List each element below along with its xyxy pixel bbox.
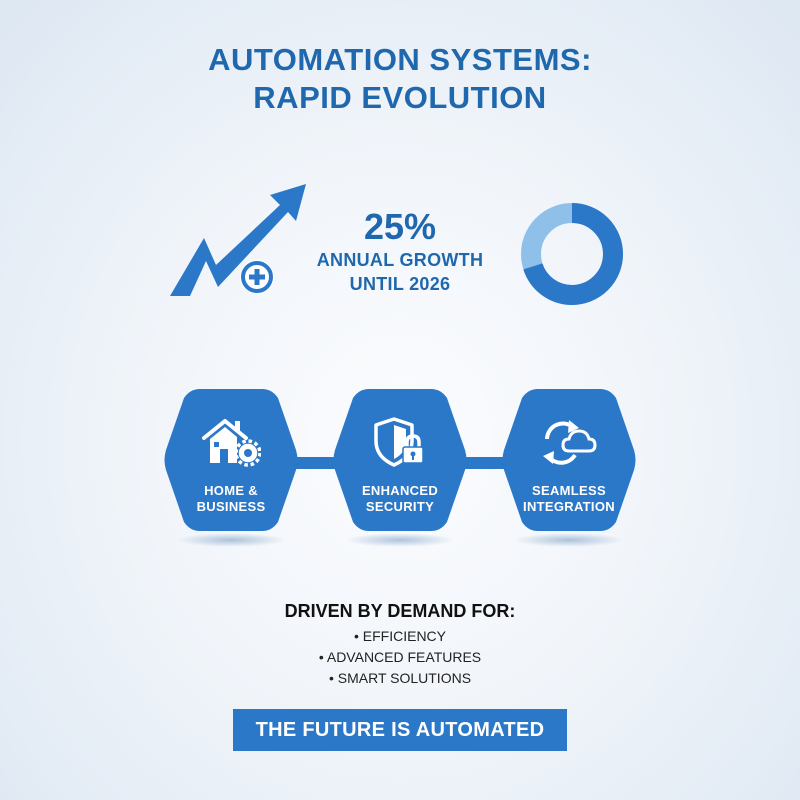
hex-shadow (514, 533, 624, 547)
title-line-1: AUTOMATION SYSTEMS: (208, 42, 592, 77)
hexagon-shape (333, 389, 467, 531)
growth-arrow-icon (170, 184, 306, 296)
pillar-label-line-1: HOME & (204, 483, 258, 498)
hexagon-shape (502, 389, 636, 531)
shield-lock-icon (374, 417, 424, 467)
pillar-label-line-2: BUSINESS (196, 499, 266, 514)
home-gear-icon (202, 419, 261, 467)
hex-shadow (176, 533, 286, 547)
demand-item: • SMART SOLUTIONS (328, 670, 472, 686)
plus-badge-icon (240, 260, 274, 294)
demand-heading: DRIVEN BY DEMAND FOR: (284, 601, 516, 621)
cloud-sync-icon (543, 420, 597, 465)
pillar-label-line-1: ENHANCED (361, 483, 439, 498)
donut-fill (521, 203, 623, 305)
hexagon-shape (164, 389, 298, 531)
demand-item: • ADVANCED FEATURES (318, 649, 482, 665)
pillar-seamless-integration: SEAMLESS INTEGRATION (500, 387, 638, 547)
hex-shadow (345, 533, 455, 547)
demand-item: • EFFICIENCY (353, 628, 447, 644)
growth-percentage: 25% (363, 206, 437, 247)
cta-banner: THE FUTURE IS AUTOMATED (233, 709, 567, 751)
pillar-home-business: HOME & BUSINESS (162, 387, 300, 547)
growth-period: UNTIL 2026 (349, 274, 451, 294)
title-line-2: RAPID EVOLUTION (253, 80, 547, 115)
pillar-enhanced-security: ENHANCED SECURITY (331, 387, 469, 547)
pillar-label-line-2: SECURITY (365, 499, 435, 514)
pillar-label-line-1: SEAMLESS (532, 483, 606, 498)
growth-label: ANNUAL GROWTH (316, 250, 484, 270)
donut-chart (521, 203, 623, 305)
pillar-label-line-2: INTEGRATION (523, 499, 615, 514)
